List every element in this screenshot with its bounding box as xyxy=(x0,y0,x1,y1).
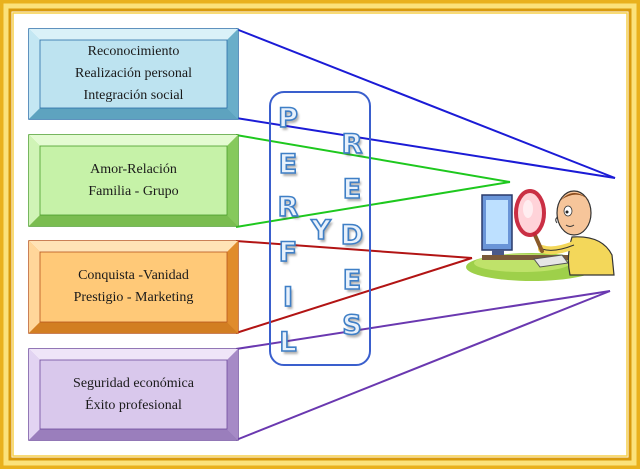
connector-line-4a xyxy=(235,290,611,350)
connector-line-1b xyxy=(235,117,616,179)
box-3-text: Conquista -Vanidad Prestigio - Marketing xyxy=(40,252,227,322)
perfil-letter-p: P xyxy=(277,103,298,135)
perfil-letter-r: R xyxy=(277,192,299,224)
box-2-text: Amor-Relación Familia - Grupo xyxy=(40,146,227,215)
box-4-text: Seguridad económica Éxito profesional xyxy=(40,360,227,429)
box-1-text: Reconocimiento Realización personal Inte… xyxy=(40,40,227,108)
connector-line-3a xyxy=(235,240,473,259)
box-amor xyxy=(28,134,239,227)
redes-letter-s: S xyxy=(341,310,362,342)
box-reconocimiento xyxy=(28,28,239,120)
perfil-letter-f: F xyxy=(278,237,298,269)
connector-line-1a xyxy=(235,28,616,179)
box-1-line-3: Integración social xyxy=(83,88,184,103)
perfil-letter-e: E xyxy=(278,149,298,181)
redes-letter-d: D xyxy=(340,220,364,252)
redes-letter-e2: E xyxy=(342,265,362,297)
connector-line-3b xyxy=(235,257,473,334)
person-at-computer-with-magnifier-icon xyxy=(466,189,615,281)
box-2-line-1: Amor-Relación xyxy=(90,161,177,177)
box-1-line-1: Reconocimiento xyxy=(87,44,180,59)
box-conquista xyxy=(28,240,239,334)
perfil-letter-l: L xyxy=(279,327,298,359)
connector-line-4b xyxy=(235,290,611,441)
box-3-line-2: Prestigio - Marketing xyxy=(73,290,194,305)
redes-letter-e: E xyxy=(342,174,362,206)
connector-line-2a xyxy=(235,134,511,183)
box-4-line-2: Éxito profesional xyxy=(85,397,182,413)
conjunction-y: Y xyxy=(310,215,331,247)
connector-line-2b xyxy=(235,181,511,228)
box-2-line-2: Familia - Grupo xyxy=(88,183,179,199)
redes-letter-r: R xyxy=(341,129,363,161)
box-3-line-1: Conquista -Vanidad xyxy=(78,268,189,283)
words-panel xyxy=(269,91,371,366)
box-seguridad xyxy=(28,348,239,441)
box-1-line-2: Realización personal xyxy=(74,66,192,81)
perfil-letter-i: I xyxy=(282,282,294,314)
box-4-line-1: Seguridad económica xyxy=(73,375,194,391)
